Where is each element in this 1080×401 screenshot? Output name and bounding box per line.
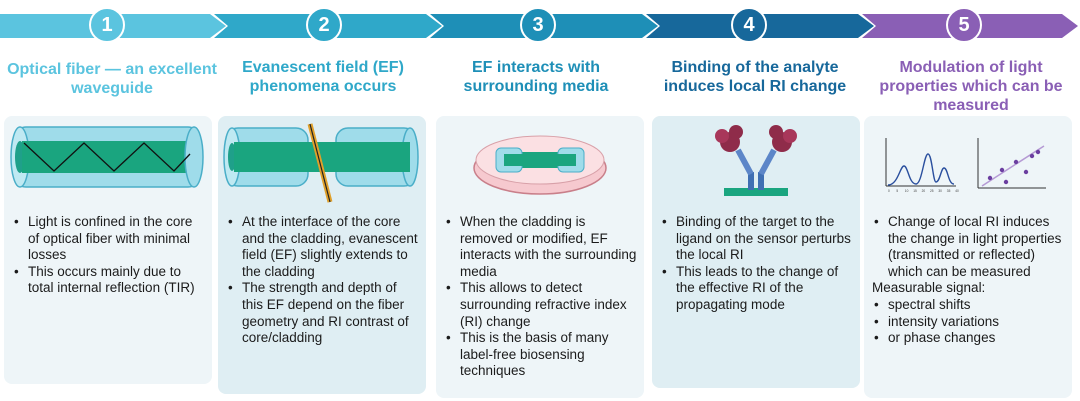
bullet-4-2: This leads to the change of the effectiv…: [660, 264, 854, 314]
fiber-tir-illustration: [10, 126, 204, 188]
mini-chart-tick-label: 15: [913, 189, 917, 193]
spectrum-mini-chart: 0 5 10 15 20 25 30 35 40: [885, 138, 959, 193]
bullet-list-3: When the cladding is removed or modified…: [444, 214, 638, 380]
step-number-3: 3: [520, 7, 556, 43]
bullet-1-1: Light is confined in the core of optical…: [12, 214, 206, 264]
bullet-3-3: This is the basis of many label-free bio…: [444, 330, 638, 380]
step-title-1: Optical fiber — an excellent waveguide: [7, 61, 217, 97]
bullet-3-2: This allows to detect surrounding refrac…: [444, 280, 638, 330]
mini-chart-tick-label: 5: [896, 189, 898, 193]
bullet-2-2: The strength and depth of this EF depend…: [226, 280, 420, 346]
signal-bullet-3: or phase changes: [872, 330, 1066, 347]
panel-ef-interaction: When the cladding is removed or modified…: [436, 116, 644, 398]
signal-bullet-1: spectral shifts: [872, 297, 1066, 314]
bullet-list-2: At the interface of the core and the cla…: [226, 214, 420, 347]
bullet-list-5: Change of local RI induces the change in…: [872, 214, 1066, 347]
antibody-analyte-illustration: [715, 125, 797, 196]
mini-chart-tick-label: 30: [938, 189, 942, 193]
bullet-1-2: This occurs mainly due to total internal…: [12, 264, 206, 297]
bullet-3-1: When the cladding is removed or modified…: [444, 214, 638, 280]
step-number-1: 1: [89, 7, 125, 43]
panel-analyte-binding: Binding of the target to the ligand on t…: [652, 116, 860, 388]
petri-dish-illustration: [473, 135, 607, 195]
mini-chart-tick-label: 35: [947, 189, 951, 193]
step-number-4: 4: [731, 7, 767, 43]
mini-chart-tick-label: 40: [955, 189, 959, 193]
mini-chart-tick-label: 10: [905, 189, 909, 193]
scatter-mini-chart: [977, 138, 1046, 189]
mini-chart-tick-label: 0: [888, 189, 890, 193]
step-title-5: Modulation of light properties which can…: [879, 59, 1063, 114]
bullet-2-1: At the interface of the core and the cla…: [226, 214, 420, 280]
step-number-2: 2: [306, 7, 342, 43]
step-title-2: Evanescent field (EF) phenomena occurs: [242, 59, 404, 95]
step-number-5: 5: [946, 7, 982, 43]
step-title-4: Binding of the analyte induces local RI …: [663, 59, 847, 95]
panel-signal-modulation: 0 5 10 15 20 25 30 35 40 Change of local RI indu…: [864, 116, 1072, 398]
step-title-3: EF interacts with surrounding media: [463, 59, 609, 95]
bullet-list-4: Binding of the target to the ligand on t…: [660, 214, 854, 314]
panel-evanescent-field: At the interface of the core and the cla…: [218, 116, 426, 394]
bullet-4-1: Binding of the target to the ligand on t…: [660, 214, 854, 264]
signal-bullet-2: intensity variations: [872, 314, 1066, 331]
mini-chart-tick-label: 20: [922, 189, 926, 193]
bullet-5-1: Change of local RI induces the change in…: [872, 214, 1066, 280]
signal-label: Measurable signal:: [872, 280, 986, 296]
bullet-list-1: Light is confined in the core of optical…: [12, 214, 206, 297]
signal-charts-illustration: 0 5 10 15 20 25 30 35 40: [885, 138, 1046, 193]
mini-chart-tick-label: 25: [930, 189, 934, 193]
evanescent-field-illustration: [223, 123, 419, 203]
panel-optical-fiber: Light is confined in the core of optical…: [4, 116, 212, 384]
